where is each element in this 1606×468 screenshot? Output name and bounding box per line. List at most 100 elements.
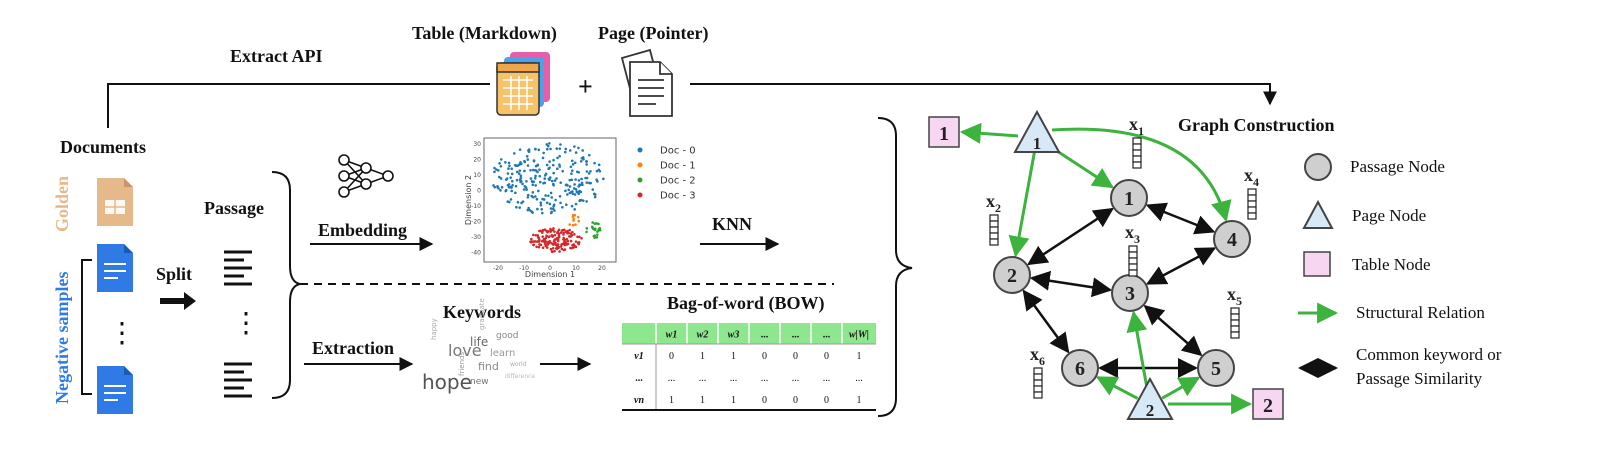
scatter-point [584, 176, 587, 180]
scatter-point [537, 245, 541, 249]
scatter-point [523, 159, 526, 163]
embedding-label: Embedding [318, 220, 407, 240]
documents-label: Documents [60, 137, 146, 157]
scatter-point [537, 148, 541, 152]
feature-label: x3 [1125, 222, 1140, 246]
scatter-point [531, 191, 535, 194]
scatter-point [536, 163, 540, 167]
structural-edge [1008, 151, 1036, 258]
scatter-point [560, 243, 563, 246]
passage-label: Passage [204, 198, 264, 218]
bow-cell: 1 [731, 395, 736, 406]
scatter-point [559, 231, 563, 234]
scatter-point [571, 190, 574, 193]
scatter-point [569, 246, 572, 250]
scatter-point [547, 194, 550, 198]
feature-label: x4 [1244, 165, 1259, 189]
scatter-point [549, 191, 553, 195]
scatter-point [532, 233, 535, 237]
bow-header-cell: ... [823, 330, 831, 341]
structural-edge [1161, 376, 1201, 400]
scatter-point [519, 161, 522, 164]
scatter-point [574, 202, 578, 206]
scatter-point [504, 189, 508, 193]
scatter-point [567, 235, 571, 238]
scatter-point [553, 230, 556, 233]
scatter-point [596, 180, 599, 183]
scatter-point [509, 198, 513, 201]
scatter-point [556, 238, 560, 242]
scatter-legend-label: Doc - 0 [660, 146, 696, 157]
scatter-point [510, 189, 513, 193]
scatter-point [566, 193, 569, 196]
scatter-point [543, 177, 547, 180]
scatter-point [585, 200, 588, 203]
table-stack-icon [496, 52, 550, 116]
scatter-point [542, 151, 545, 155]
scatter-point [548, 142, 551, 145]
bow-cell: 1 [669, 395, 674, 406]
scatter-point [523, 184, 527, 188]
plus-sign: + [578, 72, 593, 101]
scatter-point [527, 206, 530, 210]
legend-common-keyword-2: Passage Similarity [1356, 369, 1483, 388]
negative-doc-icon-1 [97, 244, 133, 292]
scatter-point [570, 169, 574, 173]
scatter-point [526, 164, 530, 167]
scatter-legend-marker [637, 192, 643, 198]
extraction-label: Extraction [312, 338, 394, 358]
feature-vector-cell [1230, 319, 1240, 327]
scatter-point [558, 194, 562, 198]
scatter-point [587, 172, 591, 175]
scatter-point [540, 211, 544, 215]
scatter-point [551, 163, 555, 167]
similarity-edge [1022, 289, 1070, 354]
legend-passage-node: Passage Node [1350, 157, 1445, 176]
legend-page-node: Page Node [1352, 206, 1426, 225]
scatter-point [536, 170, 539, 174]
scatter-point [579, 159, 583, 163]
scatter-point [558, 163, 561, 166]
scatter-point [571, 215, 575, 219]
feature-vector-cell [1128, 269, 1138, 277]
feature-vector-cell [1128, 257, 1138, 265]
passage-vdots: ⋮ [232, 308, 260, 339]
scatter-point [519, 180, 522, 184]
scatter-legend-marker [637, 162, 643, 168]
feature-vector-cell [1132, 143, 1142, 151]
scatter-point [518, 206, 521, 209]
scatter-point [557, 235, 561, 239]
scatter-point [545, 229, 548, 233]
scatter-point [539, 203, 543, 207]
bow-cell: 1 [731, 351, 736, 362]
scatter-point [537, 189, 540, 193]
scatter-point [510, 186, 513, 189]
scatter-point [531, 168, 535, 172]
scatter-point [544, 194, 547, 197]
bow-cell: 1 [700, 351, 705, 362]
feature-vector-cell [989, 238, 999, 246]
bow-cell: ... [668, 373, 676, 384]
scatter-point [510, 172, 514, 176]
split-label: Split [156, 264, 192, 284]
scatter-point [522, 188, 526, 191]
word-cloud-word: love [448, 341, 482, 360]
word-cloud-word: life [470, 335, 488, 349]
scatter-point [545, 147, 549, 151]
scatter-point [574, 245, 578, 249]
scatter-point [518, 148, 522, 151]
scatter-point [532, 159, 536, 162]
legend-common-keyword-1: Common keyword or [1356, 345, 1502, 364]
feature-vector-cell [1247, 212, 1257, 220]
scatter-point [507, 183, 511, 186]
scatter-point [513, 163, 517, 167]
scatter-point [556, 230, 560, 233]
scatter-point [585, 163, 588, 166]
feature-vector-cell [1230, 325, 1240, 333]
scatter-point [578, 199, 582, 202]
scatter-point [534, 195, 537, 198]
negative-doc-icon-2 [97, 366, 133, 414]
scatter-point [499, 189, 502, 192]
scatter-point [531, 240, 534, 243]
feature-vector-cell [1033, 385, 1043, 393]
